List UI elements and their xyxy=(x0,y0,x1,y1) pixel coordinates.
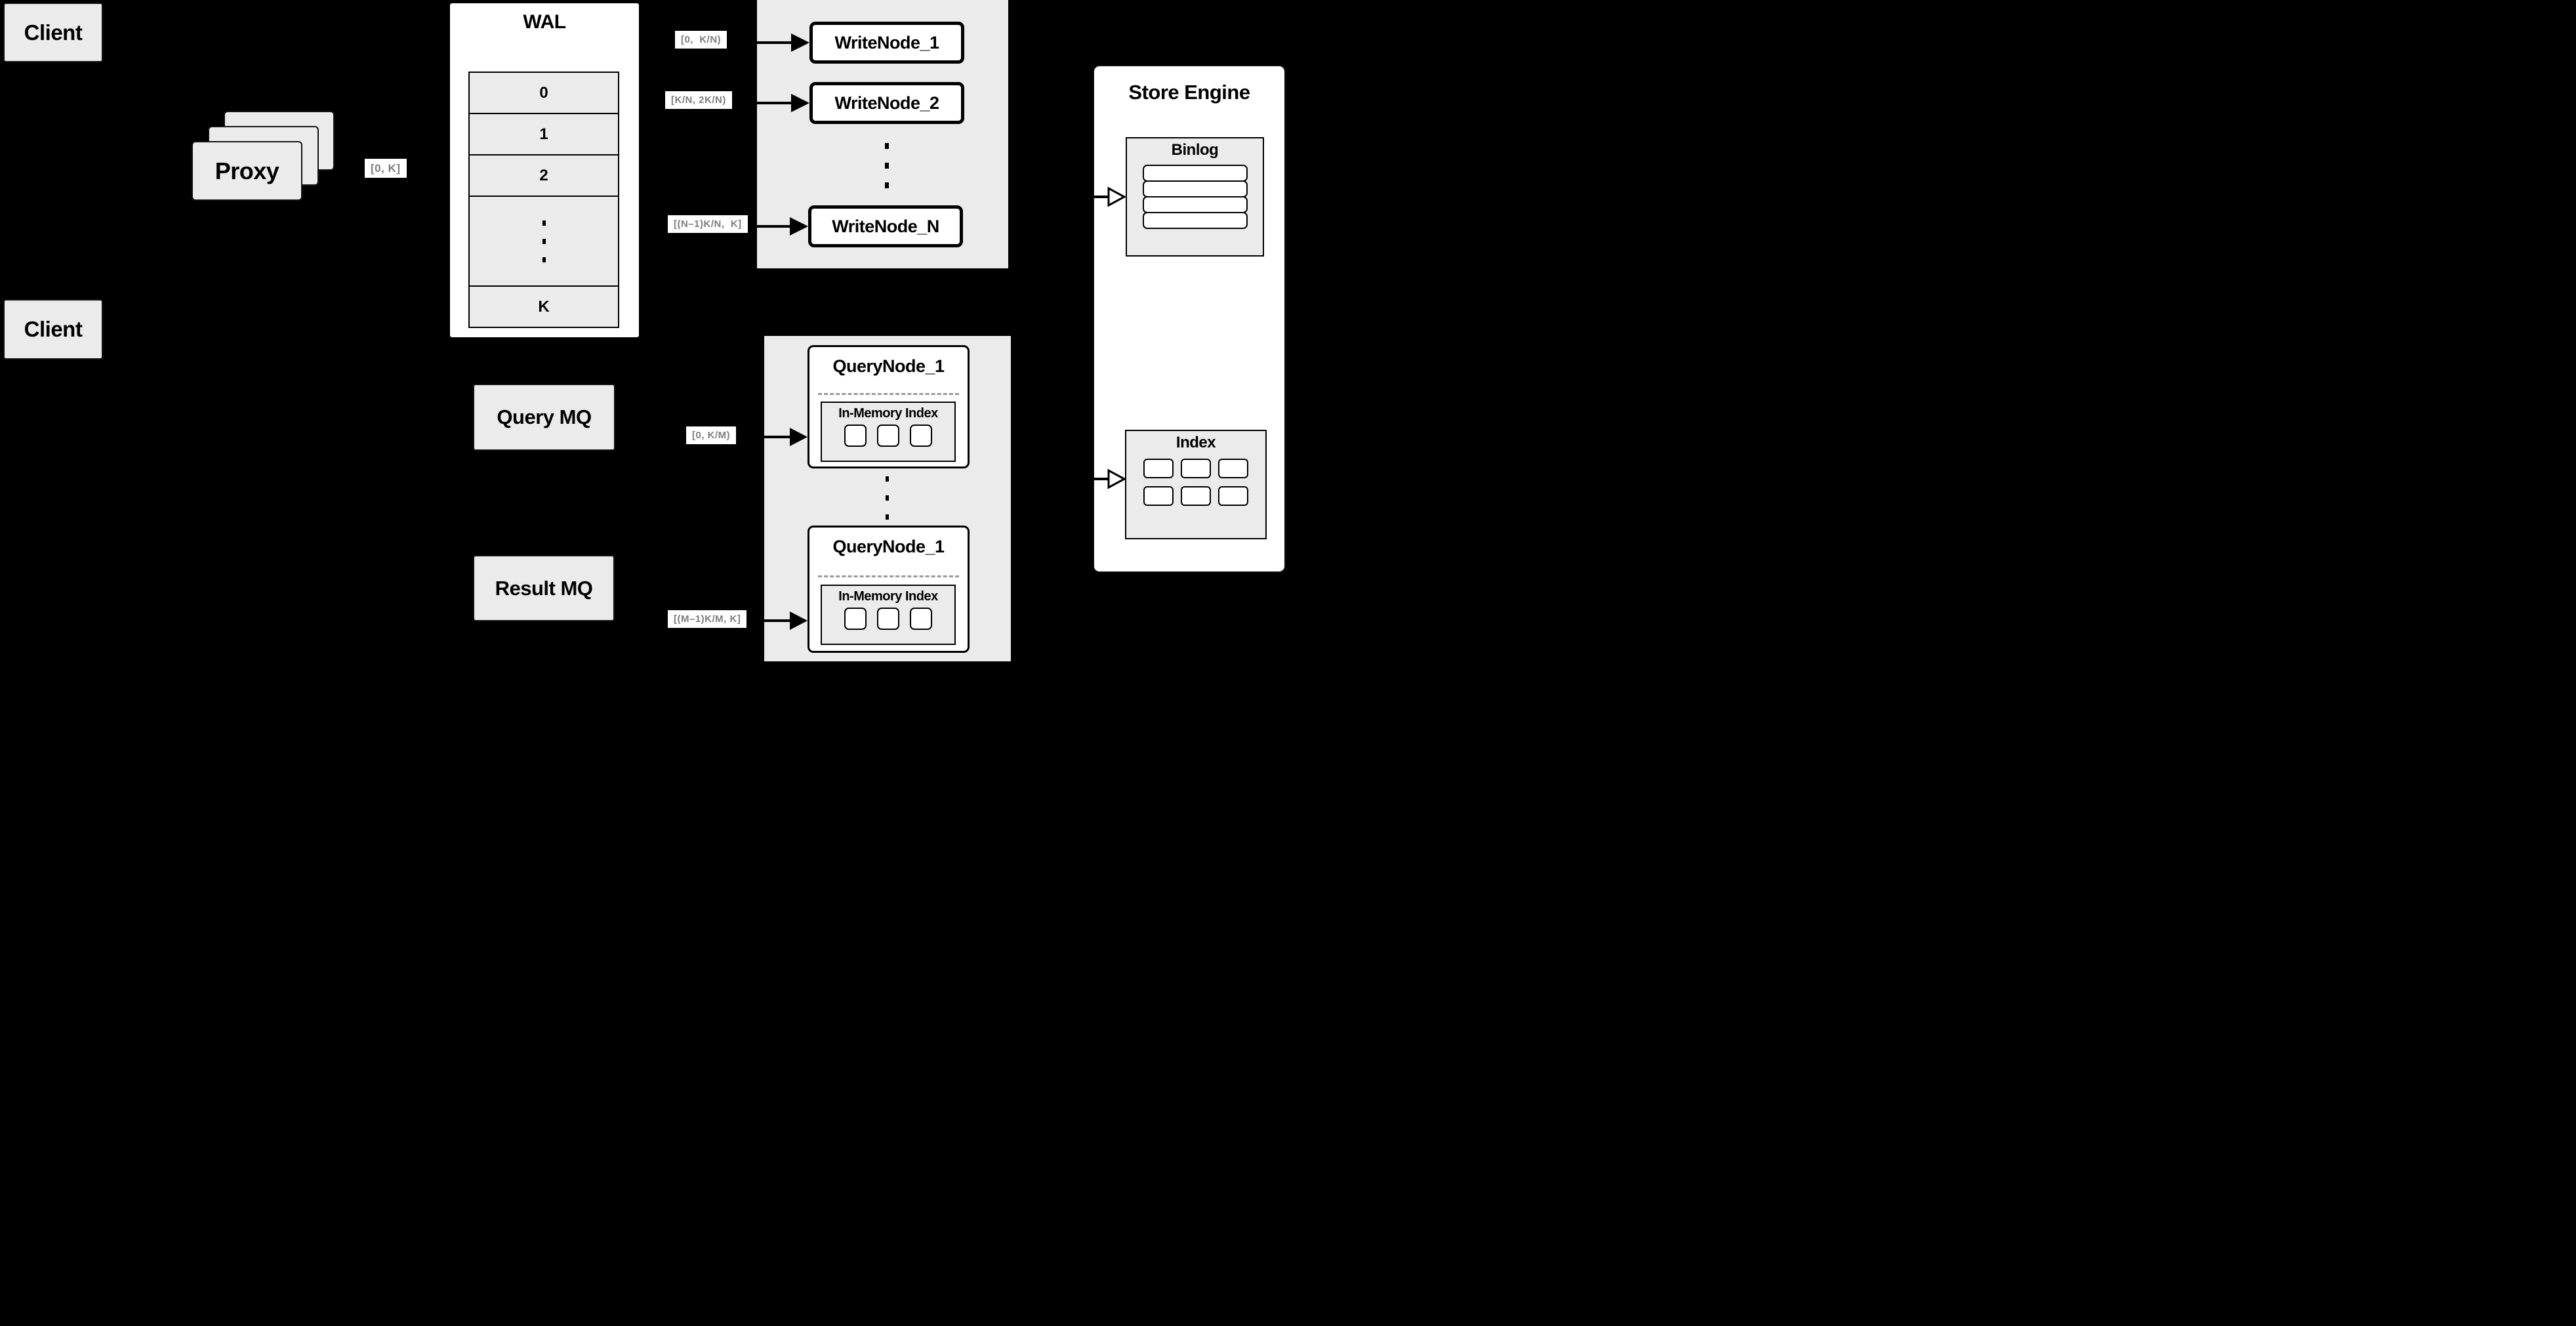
index-box: Index xyxy=(1125,430,1267,539)
writenode-n-label: WriteNode_N xyxy=(832,216,939,236)
index-cell xyxy=(1181,459,1211,478)
query-ellipsis-dot xyxy=(886,476,889,482)
binlog-rows xyxy=(1142,165,1248,229)
result-mq-box: Result MQ xyxy=(473,555,615,621)
range-badge-querynode-1: [0, K/M) xyxy=(686,426,737,444)
result-mq-label: Result MQ xyxy=(495,576,593,600)
querynode-1-inmemory-box: In-Memory Index xyxy=(821,402,956,462)
writenode-1-label: WriteNode_1 xyxy=(834,32,939,52)
client-bottom-label: Client xyxy=(24,317,83,341)
wal-row-k: K xyxy=(468,285,619,328)
write-ellipsis-dot xyxy=(885,182,889,188)
inmemory-squares xyxy=(844,425,932,447)
wal-box: WAL 0 1 2 K xyxy=(448,1,641,339)
writenode-1-box: WriteNode_1 xyxy=(809,22,964,64)
inmemory-cell xyxy=(910,425,932,447)
binlog-box: Binlog xyxy=(1126,137,1264,257)
binlog-title: Binlog xyxy=(1171,141,1219,159)
range-badge-writenode-2: [K/N, 2K/N) xyxy=(665,91,732,109)
querynode-1-box: QueryNode_1 In-Memory Index xyxy=(808,345,970,468)
wal-ellipsis-dot xyxy=(542,238,546,244)
querynode-2-separator xyxy=(818,575,959,577)
wal-title: WAL xyxy=(523,11,566,33)
range-badge-writenode-n: [(N–1)K/N, K] xyxy=(668,215,748,233)
index-cell xyxy=(1218,459,1248,478)
index-title: Index xyxy=(1176,434,1216,451)
write-ellipsis-dot xyxy=(885,143,889,149)
client-bottom-box: Client xyxy=(3,299,103,360)
wal-table: 0 1 2 K xyxy=(468,72,619,328)
querynode-1-title: QueryNode_1 xyxy=(832,356,945,376)
wal-ellipsis-dot xyxy=(542,257,546,262)
proxy-stack: Proxy xyxy=(192,111,336,203)
proxy-card-front: Proxy xyxy=(192,141,302,201)
query-mq-box: Query MQ xyxy=(473,384,615,451)
inmemory-squares xyxy=(844,608,932,630)
writenode-2-box: WriteNode_2 xyxy=(809,82,964,124)
binlog-row xyxy=(1142,212,1248,229)
wal-ellipsis-dot xyxy=(542,220,546,226)
binlog-row xyxy=(1142,165,1248,182)
inmemory-title: In-Memory Index xyxy=(838,589,938,604)
binlog-row xyxy=(1142,196,1248,213)
index-cell xyxy=(1143,459,1174,478)
index-cell xyxy=(1143,486,1174,506)
wal-row-2: 2 xyxy=(468,154,619,197)
wal-ellipsis-cell xyxy=(468,196,619,287)
inmemory-cell xyxy=(844,608,867,630)
query-ellipsis-dot xyxy=(886,495,889,501)
client-top-label: Client xyxy=(24,20,83,45)
index-cell xyxy=(1218,486,1248,506)
index-cell xyxy=(1181,486,1211,506)
index-grid xyxy=(1141,459,1250,506)
store-engine-title: Store Engine xyxy=(1128,81,1250,104)
range-badge-writenode-1: [0, K/N) xyxy=(675,31,727,49)
inmemory-cell xyxy=(877,608,899,630)
query-mq-label: Query MQ xyxy=(497,405,592,428)
range-badge-querynode-2: [(M–1)K/M, K] xyxy=(668,610,747,628)
binlog-row xyxy=(1142,180,1248,197)
architecture-diagram: Client Client Proxy [0, K] WAL 0 1 2 K W… xyxy=(0,0,1288,663)
wal-row-0: 0 xyxy=(468,72,619,114)
writenode-n-box: WriteNode_N xyxy=(808,205,963,247)
inmemory-title: In-Memory Index xyxy=(838,406,938,421)
inmemory-cell xyxy=(877,425,899,447)
writenode-2-label: WriteNode_2 xyxy=(834,93,939,113)
wal-row-1: 1 xyxy=(468,113,619,155)
proxy-label: Proxy xyxy=(215,157,279,184)
querynode-2-box: QueryNode_1 In-Memory Index xyxy=(808,526,970,653)
query-ellipsis-dot xyxy=(886,514,889,520)
querynode-1-separator xyxy=(818,393,959,395)
querynode-2-inmemory-box: In-Memory Index xyxy=(821,585,956,645)
store-engine-box: Store Engine Binlog Index xyxy=(1093,65,1286,573)
inmemory-cell xyxy=(844,425,867,447)
inmemory-cell xyxy=(910,608,932,630)
client-top-box: Client xyxy=(3,3,103,62)
write-ellipsis-dot xyxy=(885,163,889,169)
proxy-range-badge: [0, K] xyxy=(365,159,407,178)
querynode-2-title: QueryNode_1 xyxy=(832,537,945,556)
